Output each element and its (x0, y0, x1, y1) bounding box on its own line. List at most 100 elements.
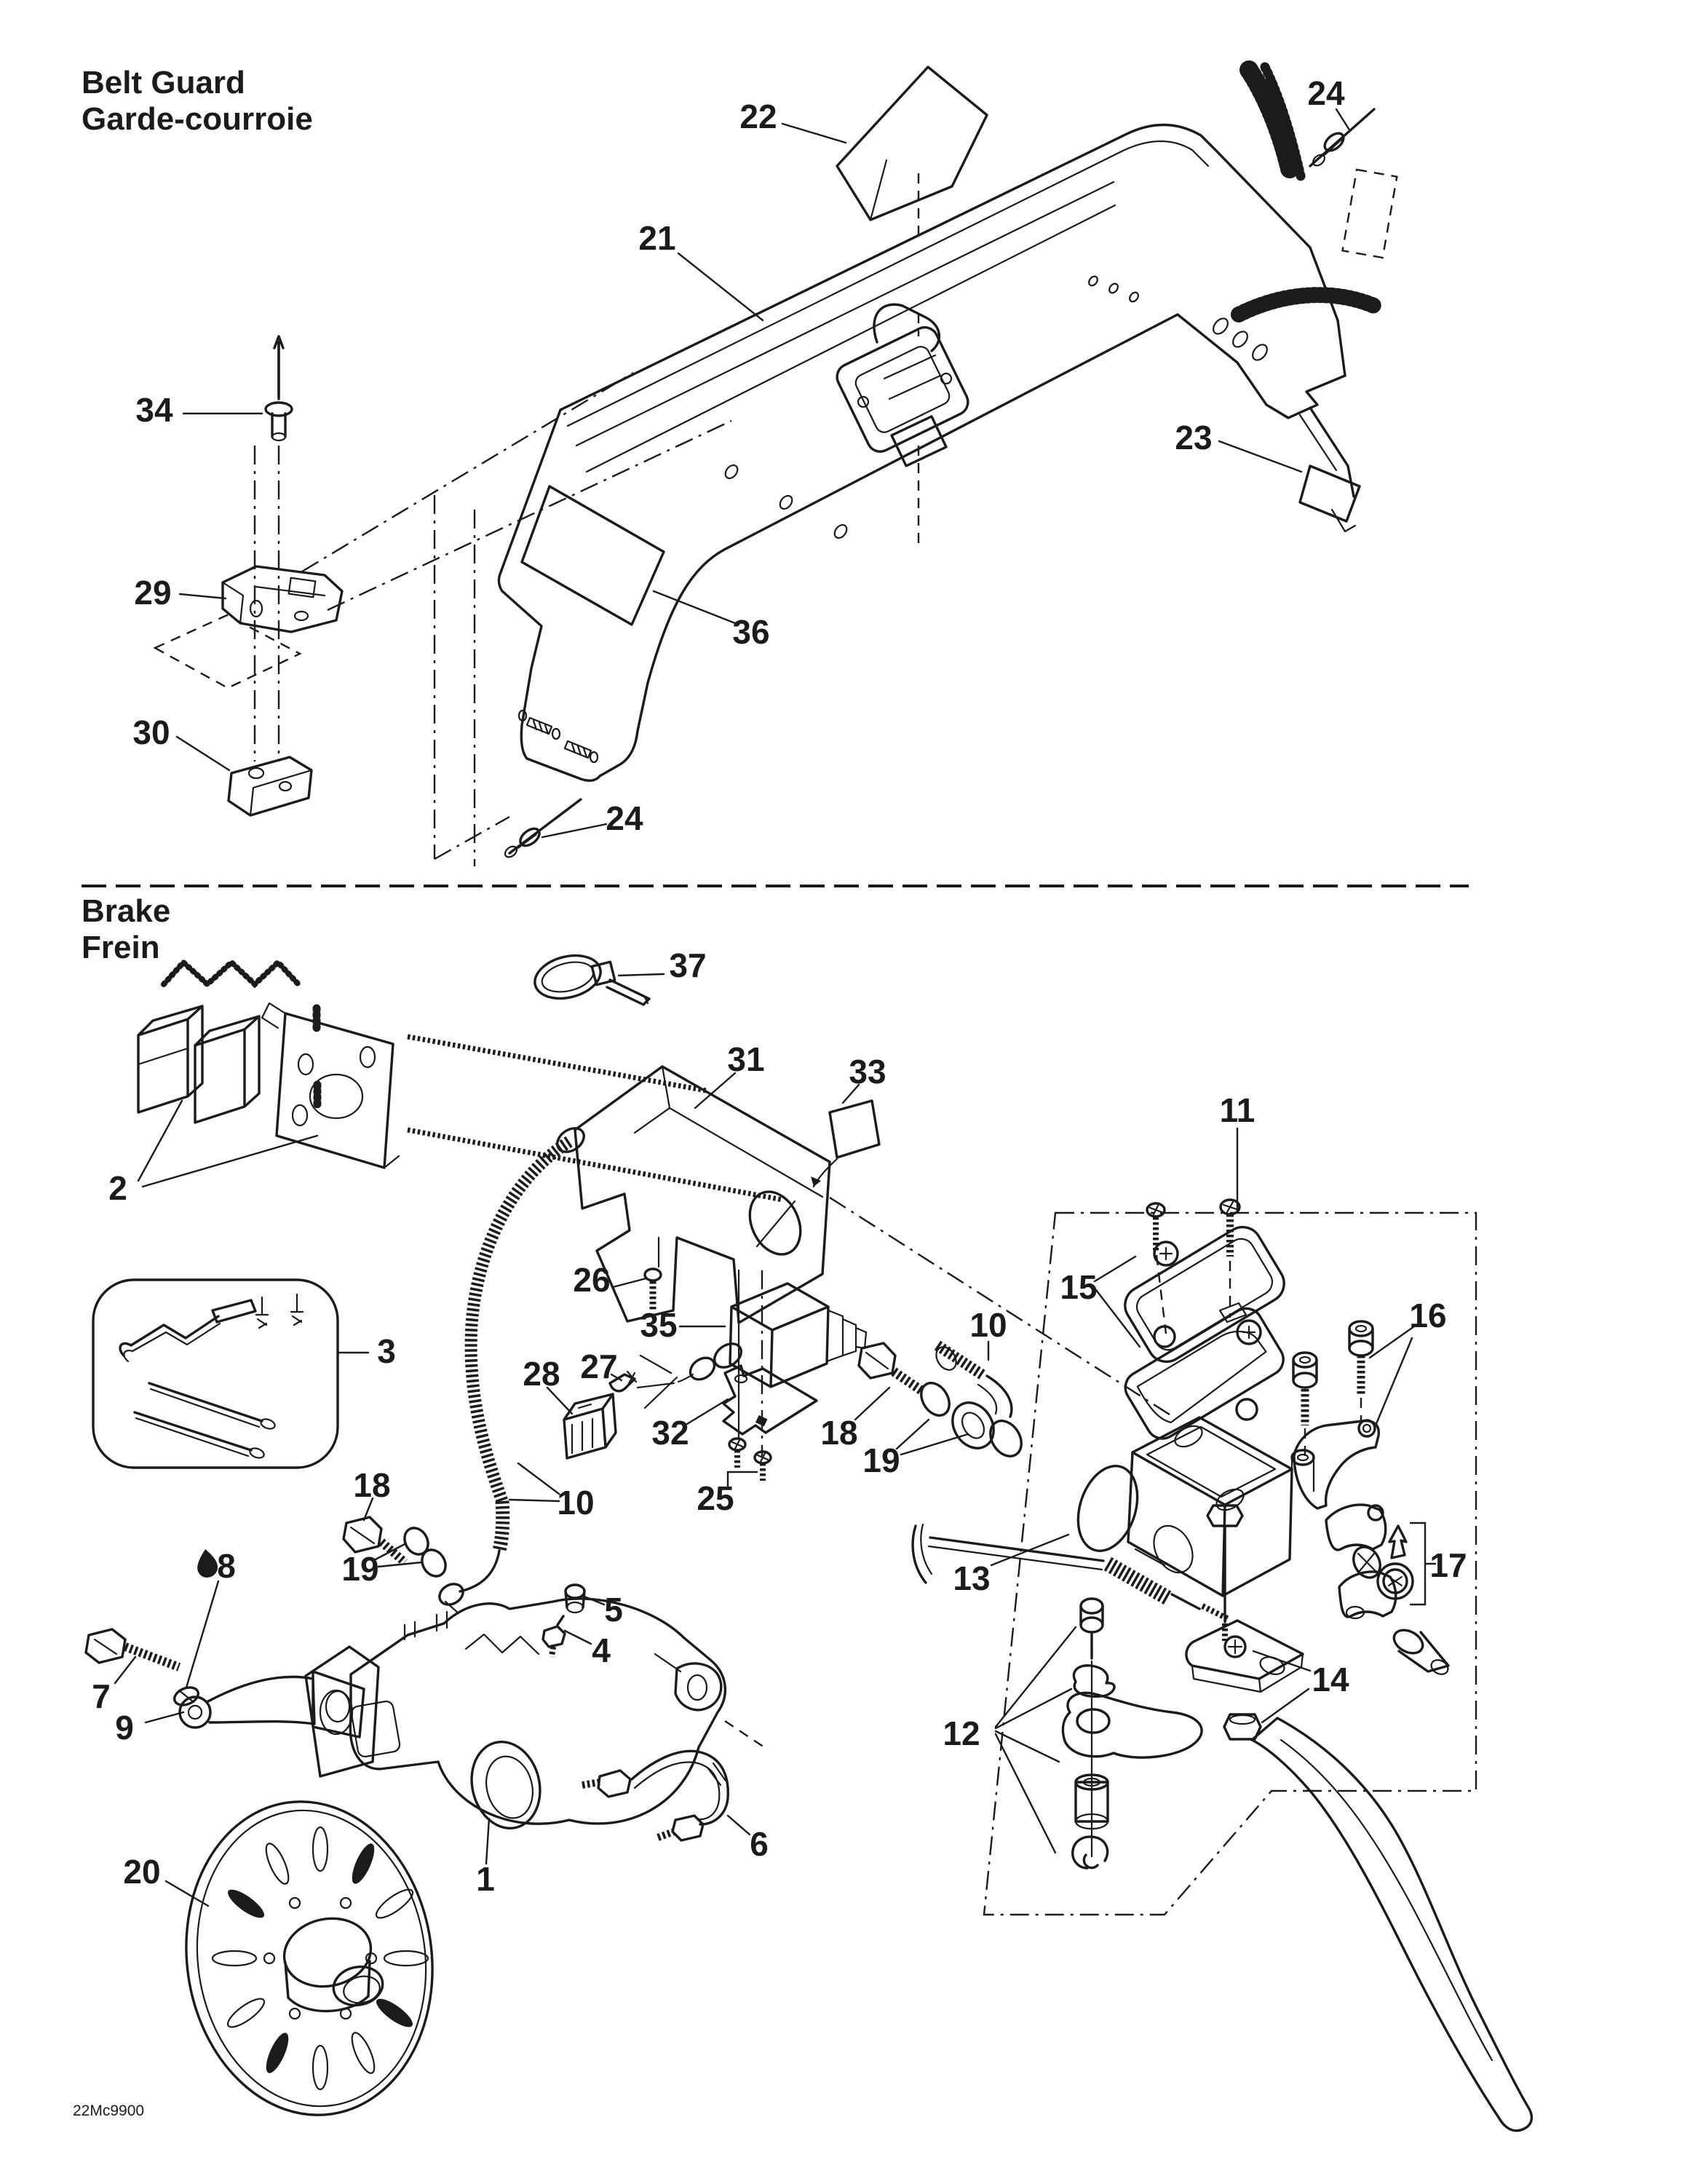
sealing-rings-lower (403, 1527, 447, 1578)
lever-pivot-kit (1061, 1597, 1203, 1870)
retainer-plate (227, 756, 313, 817)
wire-clip (608, 1370, 638, 1393)
drawing-code: 22Mc9900 (73, 2102, 144, 2119)
callout-18-b: 18 (353, 1466, 390, 1504)
callout-11: 11 (1220, 1091, 1255, 1129)
callout-33: 33 (849, 1053, 886, 1091)
guard-latch-clip (836, 303, 969, 467)
push-rivet-bottom (504, 798, 582, 858)
callout-25: 25 (697, 1479, 734, 1517)
warning-decal (836, 66, 988, 221)
brake-caliper (304, 1597, 769, 1829)
callout-15: 15 (1060, 1268, 1097, 1306)
callout-19-b: 19 (341, 1550, 378, 1588)
belt-guard-cover (497, 123, 1346, 782)
disc-hub (282, 1917, 384, 2013)
callout-5: 5 (604, 1591, 623, 1629)
switch-bracket (722, 1364, 818, 1436)
callout-37: 37 (669, 946, 706, 984)
brake-pads (137, 958, 783, 1203)
callout-24-b: 24 (606, 799, 643, 837)
brake-drawing (84, 954, 1534, 2132)
callout-35: 35 (640, 1306, 677, 1344)
caliper-bolt (84, 1628, 199, 1706)
cover-and-gasket (1124, 1225, 1285, 1440)
brake-hose (438, 1127, 585, 1615)
crossover-hose (582, 1749, 729, 1842)
belt-guard-drawing (153, 60, 1398, 866)
callout-31: 31 (727, 1040, 764, 1078)
bracket-alignment-lines (301, 371, 732, 612)
push-rivet-top (1309, 108, 1376, 167)
reservoir-cover (574, 1065, 831, 1324)
callout-29: 29 (134, 574, 171, 612)
screw (643, 1236, 662, 1310)
hose-elbow (934, 1340, 1013, 1418)
brake-disc (185, 1800, 434, 2116)
callout-24-a: 24 (1307, 74, 1345, 112)
callout-7: 7 (92, 1677, 111, 1715)
callout-26: 26 (573, 1261, 610, 1299)
callout-4: 4 (592, 1631, 611, 1669)
disc-slots (211, 1826, 429, 2091)
callout-32: 32 (651, 1414, 689, 1452)
panel-ghost-lines (433, 495, 510, 866)
gasket-ghost (153, 614, 302, 689)
bleeder-valve (542, 1615, 566, 1658)
guard-window (520, 485, 665, 626)
bleeder-cap (564, 1583, 586, 1614)
callout-34: 34 (135, 391, 173, 429)
callout-2: 2 (108, 1169, 127, 1207)
cable-tie (533, 954, 651, 1006)
callout-22: 22 (739, 98, 777, 135)
callout-27: 27 (580, 1348, 617, 1385)
assembly-boundary (983, 1211, 1477, 1916)
pivot-cap-set (1352, 1524, 1414, 1600)
support-arm (178, 1670, 365, 1738)
cover-alignment-line (829, 1196, 1173, 1417)
callout-13: 13 (953, 1559, 990, 1597)
callout-12: 12 (943, 1714, 980, 1752)
connector (563, 1393, 617, 1460)
fastener-axis-lines (253, 446, 280, 761)
handlebar-clamp (1290, 1419, 1397, 1620)
callout-14: 14 (1312, 1661, 1349, 1698)
callout-23: 23 (1175, 419, 1212, 456)
banjo-bolt-lower (342, 1516, 408, 1566)
callout-1: 1 (476, 1860, 495, 1898)
clamp-bolts (1292, 1320, 1374, 1456)
sealing-rings-upper (920, 1382, 1023, 1457)
callout-17: 17 (1429, 1546, 1467, 1584)
callout-3: 3 (377, 1332, 396, 1370)
banjo-bolt-upper (857, 1342, 924, 1395)
callout-8: 8 (217, 1547, 236, 1585)
lock-washer (197, 1549, 218, 1578)
callout-10-a: 10 (969, 1306, 1007, 1344)
lever-bushing-screw (1392, 1629, 1450, 1675)
brake-title-en: Brake (82, 893, 170, 929)
callout-10-b: 10 (557, 1484, 594, 1522)
callout-21: 21 (638, 219, 675, 257)
brake-lever (1250, 1717, 1534, 2132)
callout-36: 36 (732, 613, 769, 651)
support-bracket (221, 565, 344, 633)
callout-6: 6 (750, 1825, 769, 1863)
callout-20: 20 (123, 1853, 160, 1891)
pin-fastener (264, 335, 293, 442)
end-bracket (1213, 317, 1361, 533)
ghosted-handlebar-sketch (1231, 60, 1398, 323)
switch-cable (911, 1523, 1230, 1622)
bracket-screws (728, 1437, 772, 1481)
belt-guard-title-en: Belt Guard (82, 65, 245, 100)
lever-pivot-nut (1185, 1504, 1304, 1741)
callout-19-a: 19 (862, 1441, 900, 1479)
callout-30: 30 (132, 713, 170, 751)
hardware-kit (92, 1278, 339, 1469)
decal (811, 1099, 881, 1188)
callout-28: 28 (523, 1355, 560, 1393)
reservoir-cover-screws (1146, 1198, 1241, 1334)
leader-lines (114, 108, 1437, 1907)
